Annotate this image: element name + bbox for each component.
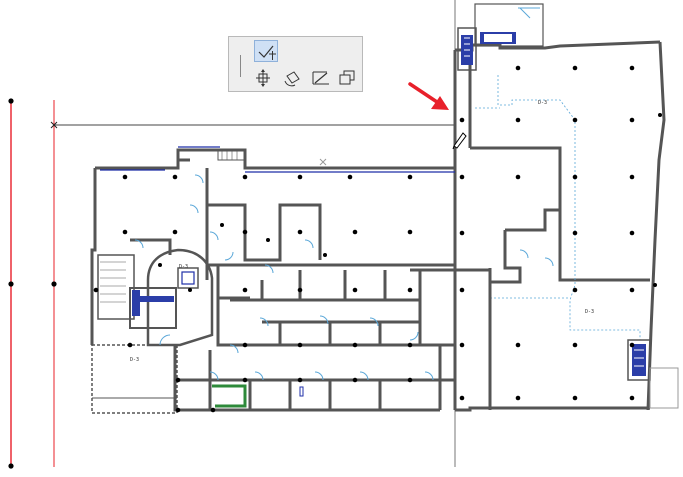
pencil-cursor-icon	[452, 132, 467, 150]
stair-core-top[interactable]	[457, 3, 544, 71]
round-tower[interactable]: D-3	[146, 248, 214, 347]
door-swings	[134, 174, 554, 381]
lower-left-annex[interactable]: D-3	[91, 344, 178, 414]
hotspot-marker[interactable]	[319, 158, 327, 166]
offset-button[interactable]	[309, 67, 333, 89]
grid-line-node[interactable]	[8, 98, 14, 104]
grid-line-node[interactable]	[51, 281, 57, 287]
right-zone-mid-tag: D-3	[585, 309, 594, 315]
drag-button[interactable]	[254, 67, 278, 89]
right-wing-zone-boundary	[475, 75, 641, 340]
small-door-marker[interactable]	[299, 386, 304, 397]
reference-line-endpoint-marker[interactable]	[50, 121, 58, 129]
rotate-button[interactable]	[281, 67, 305, 89]
lower-left-room-tag: D-3	[130, 357, 139, 363]
left-wing-walls[interactable]	[90, 148, 492, 412]
pet-palette-separator	[240, 55, 241, 77]
drag-icon	[256, 69, 270, 87]
stair-core-bottom[interactable]	[627, 339, 679, 409]
move-node-button[interactable]	[254, 40, 278, 62]
offset-icon	[312, 71, 329, 85]
multiply-icon	[339, 70, 355, 85]
pointer-arrow	[408, 82, 449, 110]
move-node-icon	[258, 45, 276, 60]
pet-palette[interactable]	[228, 36, 363, 92]
grid-line-node[interactable]	[8, 281, 14, 287]
grid-line-node[interactable]	[8, 463, 14, 469]
stair-block[interactable]	[97, 254, 177, 329]
structural-columns	[93, 65, 662, 413]
rotate-icon	[284, 71, 300, 87]
stair-core-tag: D-3	[179, 264, 188, 270]
stair-small-top[interactable]	[217, 149, 245, 161]
selected-wall[interactable]	[100, 146, 455, 173]
multiply-button[interactable]	[336, 67, 360, 89]
right-zone-top-tag: D-3	[538, 100, 547, 106]
green-wall-segment[interactable]	[212, 384, 247, 408]
